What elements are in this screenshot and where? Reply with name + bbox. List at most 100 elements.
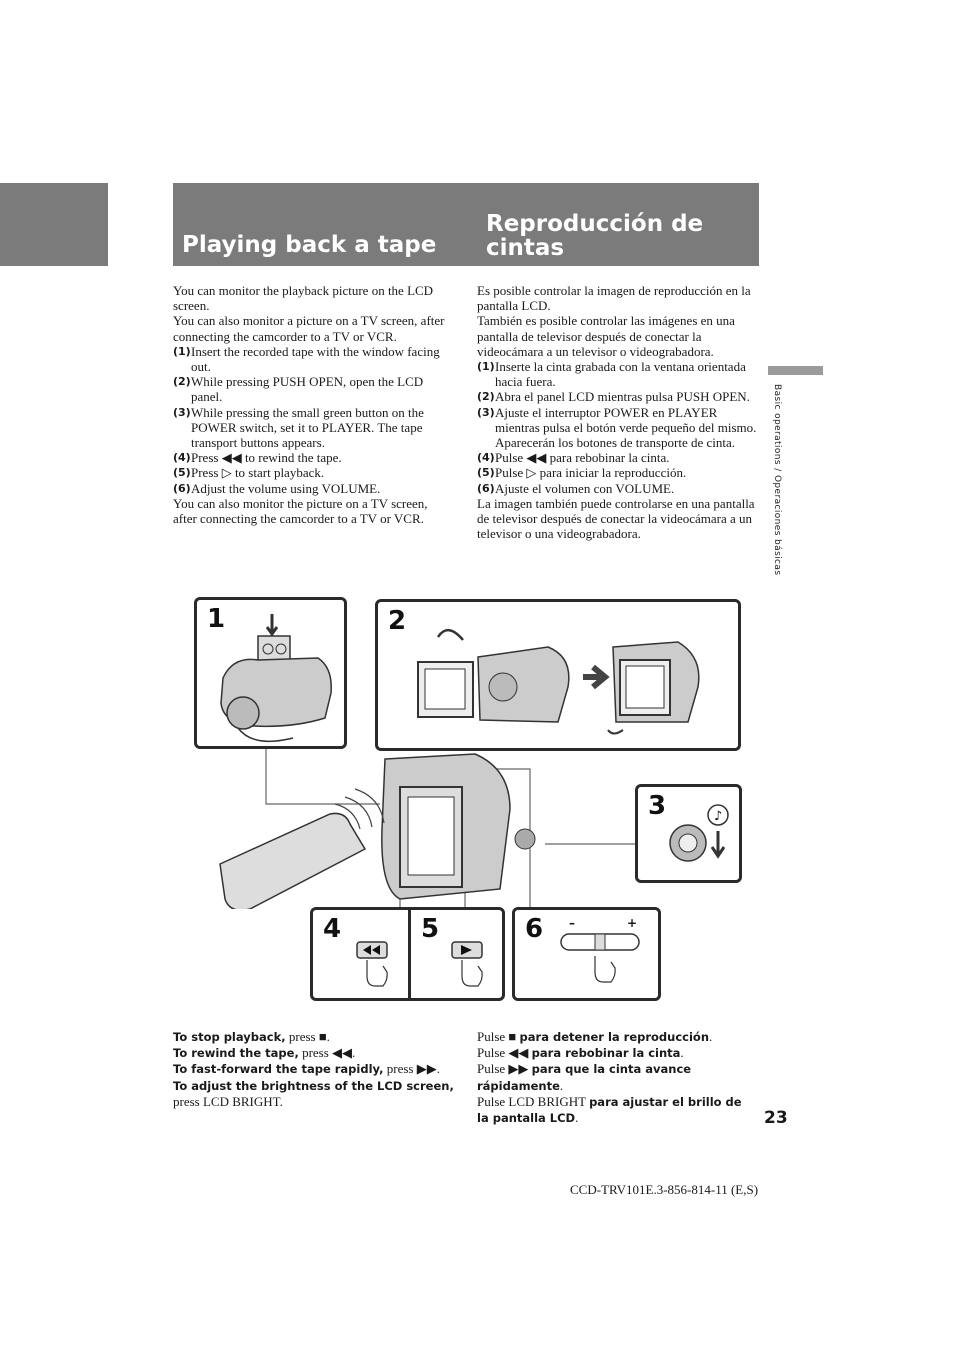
step-item: (4)Pulse ◀◀ para rebobinar la cinta. <box>477 450 761 465</box>
step-text: Abra el panel LCD mientras pulsa PUSH OP… <box>495 389 750 405</box>
instruction-illustration: 1 2 <box>185 594 755 1004</box>
intro-text: Es posible controlar la imagen de reprod… <box>477 283 751 314</box>
note-line: Pulse ■ para detener la reproducción. <box>477 1029 757 1045</box>
panel-6-volume: 6 – + <box>512 907 661 1001</box>
note-label: To adjust the brightness of the LCD scre… <box>173 1078 454 1093</box>
step-item: (5)Pulse ▷ para iniciar la reproducción. <box>477 465 761 480</box>
page-title-en: Playing back a tape <box>182 232 437 258</box>
volume-plus-label: + <box>627 916 638 930</box>
step-text: While pressing PUSH OPEN, open the LCD p… <box>191 374 424 405</box>
page-number: 23 <box>764 1108 788 1128</box>
step-text: Press ◀◀ to rewind the tape. <box>191 450 342 466</box>
note-label: To fast-forward the tape rapidly, <box>173 1062 384 1077</box>
header-band <box>173 183 759 266</box>
panel-number: 3 <box>648 791 667 821</box>
step-text: Press ▷ to start playback. <box>191 465 325 481</box>
svg-text:♪: ♪ <box>714 809 722 824</box>
panel-divider <box>408 910 411 998</box>
step-number: (4) <box>173 451 191 465</box>
step-number: (6) <box>477 481 495 495</box>
note-line: Pulse LCD BRIGHT para ajustar el brillo … <box>477 1094 757 1126</box>
spanish-column: Es posible controlar la imagen de reprod… <box>477 283 761 541</box>
step-item: (3)While pressing the small green button… <box>173 405 451 451</box>
step-number: (1) <box>173 344 191 358</box>
step-text: While pressing the small green button on… <box>191 404 424 451</box>
step-number: (4) <box>477 451 495 465</box>
note-end: . <box>680 1045 684 1061</box>
step-item: (2)Abra el panel LCD mientras pulsa PUSH… <box>477 389 761 404</box>
page-title-es: Reproducción de cintas <box>486 211 704 261</box>
notes-spanish: Pulse ■ para detener la reproducción. Pu… <box>477 1029 757 1126</box>
power-switch-icon: ♪ <box>669 804 729 862</box>
note-line: To stop playback, press ■. <box>173 1029 458 1045</box>
note-end: . <box>575 1110 579 1126</box>
header-band-left <box>0 183 108 266</box>
step-number: (6) <box>173 481 191 495</box>
footer-code: CCD-TRV101E.3-856-814-11 (E,S) <box>570 1182 759 1197</box>
play-button-icon <box>451 941 483 987</box>
note-text: Pulse ■ <box>477 1029 520 1044</box>
panel-number: 2 <box>388 606 407 636</box>
note-end: . <box>559 1077 564 1093</box>
step-item: (5)Press ▷ to start playback. <box>173 465 451 480</box>
step-text: Ajuste el volumen con VOLUME. <box>495 480 675 496</box>
intro-text: También es posible controlar las imágene… <box>477 313 735 359</box>
step-text: Inserte la cinta grabada con la ventana … <box>495 359 746 390</box>
step-number: (2) <box>173 375 191 389</box>
step-number: (3) <box>477 405 495 419</box>
step-item: (6)Ajuste el volumen con VOLUME. <box>477 481 761 496</box>
note-text: press ◀◀. <box>298 1045 356 1061</box>
note-text: Pulse ◀◀ <box>477 1045 532 1061</box>
panel-4-5-transport: 4 5 <box>310 907 505 1001</box>
panel-number: 6 <box>525 914 544 944</box>
section-tab-marker <box>768 366 823 375</box>
step-item: (1)Insert the recorded tape with the win… <box>173 344 451 374</box>
outro-text: La imagen también puede controlarse en u… <box>477 495 755 542</box>
note-label: To rewind the tape, <box>173 1046 299 1061</box>
notes-english: To stop playback, press ■. To rewind the… <box>173 1029 458 1109</box>
intro-text: You can also monitor a picture on a TV s… <box>173 313 445 344</box>
panel-number: 1 <box>207 604 226 634</box>
intro-text: You can monitor the playback picture on … <box>173 283 434 314</box>
step-number: (5) <box>173 466 191 480</box>
note-text: Pulse LCD BRIGHT <box>477 1093 590 1109</box>
step-item: (1)Inserte la cinta grabada con la venta… <box>477 359 761 389</box>
note-label: para ajustar el brillo de la pantalla LC… <box>477 1094 742 1126</box>
step-number: (2) <box>477 390 495 404</box>
camcorder-cassette-icon <box>220 614 332 743</box>
lcd-open-illustration <box>417 629 700 735</box>
note-line: To adjust the brightness of the LCD scre… <box>173 1078 458 1109</box>
outro-text: You can also monitor the picture on a TV… <box>173 495 428 527</box>
note-text: press LCD BRIGHT. <box>173 1093 283 1109</box>
panel-2-open-lcd: 2 <box>375 599 741 751</box>
note-text: Pulse ▶▶ <box>477 1061 532 1077</box>
note-line: Pulse ◀◀ para rebobinar la cinta. <box>477 1045 757 1061</box>
note-text: press ■. <box>285 1029 330 1044</box>
step-text: Insert the recorded tape with the window… <box>191 343 440 375</box>
note-label: para que la cinta avance rápidamente <box>477 1062 692 1093</box>
note-end: . <box>709 1029 713 1044</box>
volume-minus-label: – <box>569 916 575 930</box>
note-label: To stop playback, <box>173 1030 286 1044</box>
note-label: para rebobinar la cinta <box>531 1046 681 1061</box>
panel-3-power-switch: 3 ♪ <box>635 784 742 883</box>
panel-1-insert-tape: 1 <box>194 597 347 749</box>
step-text: Pulse ▷ para iniciar la reproducción. <box>495 465 687 481</box>
note-line: To fast-forward the tape rapidly, press … <box>173 1061 458 1077</box>
step-text: Pulse ◀◀ para rebobinar la cinta. <box>495 450 670 466</box>
english-column: You can monitor the playback picture on … <box>173 283 451 526</box>
step-number: (5) <box>477 466 495 480</box>
note-text: press ▶▶. <box>383 1061 440 1077</box>
note-label: para detener la reproducción <box>519 1030 710 1044</box>
step-number: (3) <box>173 405 191 419</box>
step-item: (6)Adjust the volume using VOLUME. <box>173 481 451 496</box>
note-line: Pulse ▶▶ para que la cinta avance rápida… <box>477 1061 757 1093</box>
panel-number: 4 <box>323 914 342 944</box>
camcorder-remote-illustration <box>219 753 536 909</box>
step-text: Adjust the volume using VOLUME. <box>191 480 381 496</box>
panel-number: 5 <box>421 914 440 944</box>
step-item: (2)While pressing PUSH OPEN, open the LC… <box>173 374 451 404</box>
section-tab-label: Basic operations / Operaciones básicas <box>772 384 782 576</box>
step-item: (3)Ajuste el interruptor POWER en PLAYER… <box>477 405 761 451</box>
note-line: To rewind the tape, press ◀◀. <box>173 1045 458 1061</box>
